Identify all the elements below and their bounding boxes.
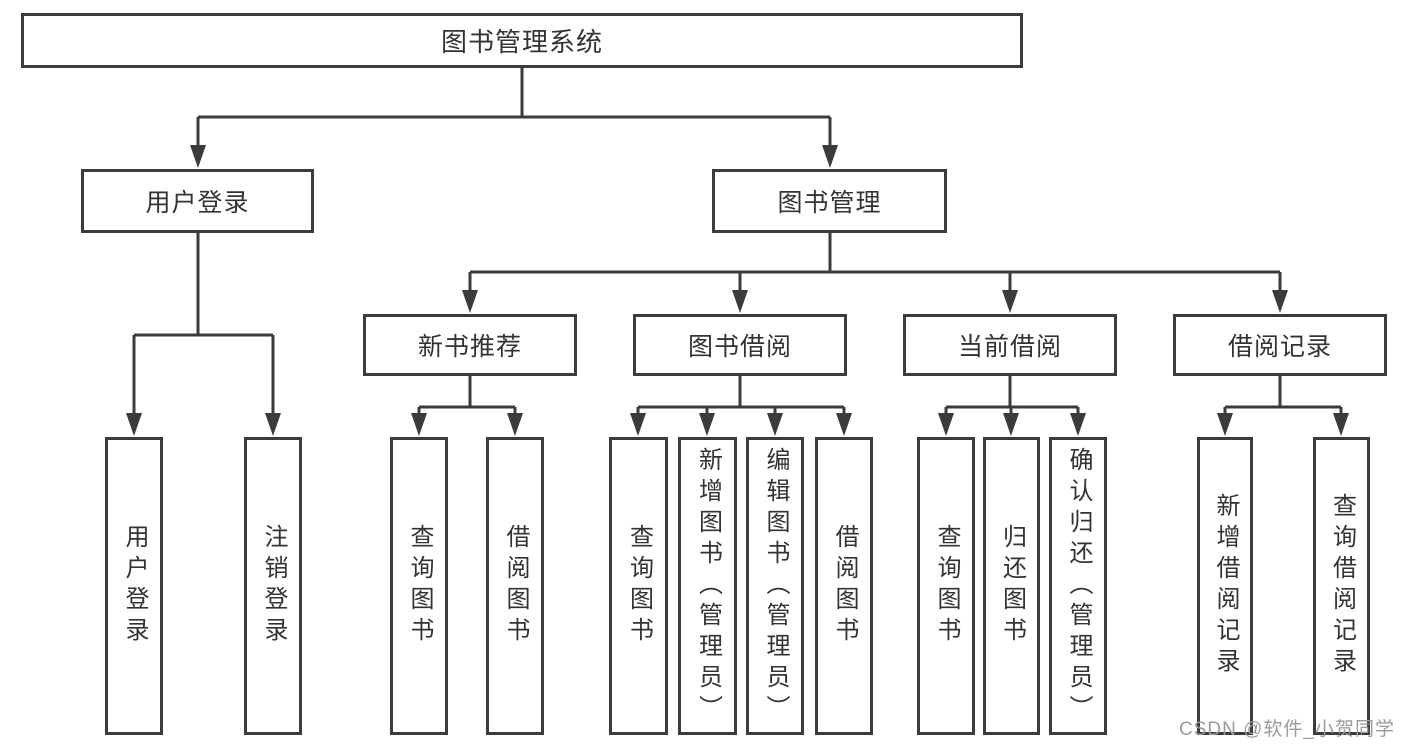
leaf-user-login: 用户登录	[105, 437, 163, 735]
csdn-watermark: CSDN @软件_小贺同学	[1179, 719, 1395, 740]
node-user-login-branch: 用户登录	[81, 169, 314, 233]
leaf-edit-book-admin: 编辑图书（管理员）	[746, 437, 804, 735]
node-borrow-record: 借阅记录	[1173, 314, 1387, 376]
leaf-logout: 注销登录	[244, 437, 302, 735]
node-book-borrow: 图书借阅	[633, 314, 847, 376]
leaf-borrow-query-books: 查询图书	[609, 437, 668, 735]
node-current-borrow: 当前借阅	[903, 314, 1117, 376]
node-book-management-branch: 图书管理	[712, 169, 947, 233]
leaf-return-books: 归还图书	[983, 437, 1040, 735]
node-new-book-recommend: 新书推荐	[363, 314, 577, 376]
leaf-confirm-return-admin: 确认归还（管理员）	[1049, 437, 1107, 735]
leaf-newbook-query-books: 查询图书	[390, 437, 448, 735]
leaf-add-book-admin: 新增图书（管理员）	[678, 437, 737, 735]
leaf-newbook-borrow-books: 借阅图书	[486, 437, 544, 735]
node-root-system: 图书管理系统	[21, 13, 1023, 68]
leaf-borrow-books: 借阅图书	[815, 437, 873, 735]
leaf-current-query-books: 查询图书	[917, 437, 975, 735]
leaf-query-borrow-record: 查询借阅记录	[1313, 437, 1370, 735]
leaf-add-borrow-record: 新增借阅记录	[1197, 437, 1253, 735]
